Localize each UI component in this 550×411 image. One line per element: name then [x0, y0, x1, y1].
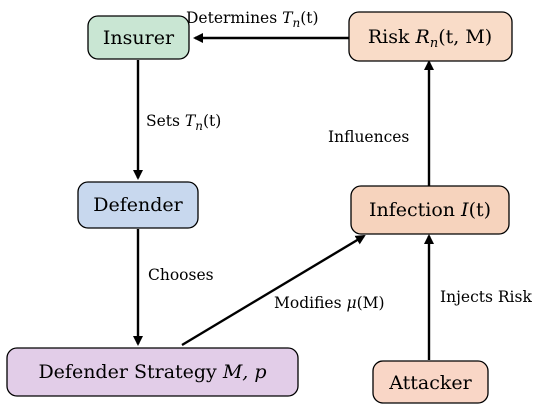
node-defender-box	[77, 181, 199, 229]
edge-label-chooses: Chooses	[148, 266, 214, 284]
edge-label-influences: Influences	[328, 128, 409, 146]
node-risk-label: Risk Rn(t, M)	[368, 26, 492, 51]
node-attacker: Attacker	[372, 360, 489, 404]
arrow-modifies	[181, 234, 366, 347]
edge-infection-to-risk: Influences	[328, 60, 434, 186]
node-infection: Infection I(t)	[350, 185, 510, 235]
node-defender-label: Defender	[93, 194, 183, 216]
node-strategy-label: Defender Strategy M, p	[38, 361, 266, 383]
edge-defender-to-strategy: Chooses	[133, 229, 214, 346]
node-risk: Risk Rn(t, M)	[348, 11, 513, 62]
edge-label-modifies: Modifies μ(M)	[274, 294, 385, 312]
node-insurer-label: Insurer	[103, 27, 175, 49]
edge-label-determines: Determines Tn(t)	[186, 9, 319, 30]
edge-risk-to-insurer: Determines Tn(t)	[186, 9, 349, 43]
node-insurer-box	[87, 15, 190, 60]
node-defender: Defender	[77, 181, 199, 229]
edge-insurer-to-defender: Sets Tn(t)	[133, 60, 221, 180]
edge-strategy-to-infection: Modifies μ(M)	[181, 234, 385, 347]
node-insurer: Insurer	[87, 15, 190, 60]
edge-label-sets: Sets Tn(t)	[146, 112, 221, 133]
node-attacker-label: Attacker	[388, 372, 472, 394]
node-infection-box	[350, 185, 510, 235]
node-infection-label: Infection I(t)	[369, 199, 491, 221]
node-strategy-box	[6, 347, 299, 397]
node-strategy: Defender Strategy M, p	[6, 347, 299, 397]
edge-label-injects: Injects Risk	[440, 288, 532, 306]
node-risk-box	[348, 11, 513, 62]
edge-attacker-to-infection: Injects Risk	[424, 234, 532, 360]
node-attacker-box	[372, 360, 489, 404]
